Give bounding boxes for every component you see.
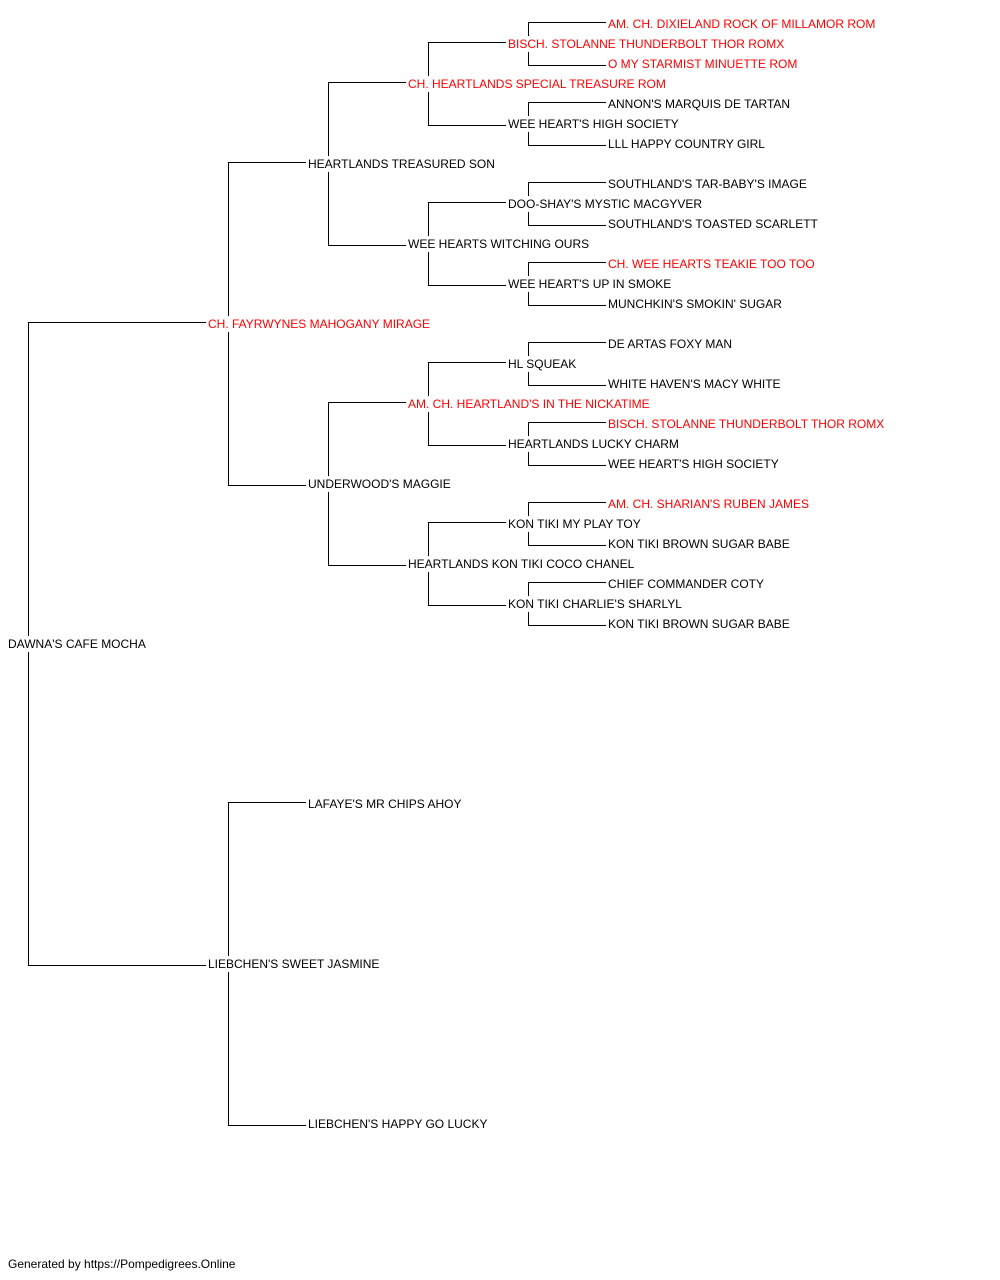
dog-gen4-sddd: KON TIKI CHARLIE'S SHARLYL xyxy=(508,597,682,611)
dog-gen4-sssd: WEE HEART'S HIGH SOCIETY xyxy=(508,117,679,131)
dog-gen5-ssddd: MUNCHKIN'S SMOKIN' SUGAR xyxy=(608,297,782,311)
dog-gen5-sdsds: BISCH. STOLANNE THUNDERBOLT THOR ROMX xyxy=(608,417,885,431)
dog-gen3-ssd: WEE HEARTS WITCHING OURS xyxy=(408,237,590,251)
dog-gen3-sdd: HEARTLANDS KON TIKI COCO CHANEL xyxy=(408,557,635,571)
dog-gen5-sddss: AM. CH. SHARIAN'S RUBEN JAMES xyxy=(608,497,809,511)
dog-gen4-ssdd: WEE HEART'S UP IN SMOKE xyxy=(508,277,672,291)
dog-sire-sire: HEARTLANDS TREASURED SON xyxy=(308,157,495,171)
dog-gen5-sssss: AM. CH. DIXIELAND ROCK OF MILLAMOR ROM xyxy=(608,17,876,31)
dog-gen5-sdsdd: WEE HEART'S HIGH SOCIETY xyxy=(608,457,779,471)
dog-gen5-ssssd: O MY STARMIST MINUETTE ROM xyxy=(608,57,798,71)
generated-by-footer: Generated by https://Pompedigrees.Online xyxy=(8,1257,236,1271)
dog-gen5-sdddd: KON TIKI BROWN SUGAR BABE xyxy=(608,617,790,631)
dog-gen5-sssds: ANNON'S MARQUIS DE TARTAN xyxy=(608,97,791,111)
dog-gen4-sdsd: HEARTLANDS LUCKY CHARM xyxy=(508,437,679,451)
dog-sire: CH. FAYRWYNES MAHOGANY MIRAGE xyxy=(208,317,431,331)
dog-gen5-sdssd: WHITE HAVEN'S MACY WHITE xyxy=(608,377,781,391)
dog-dam-sire: LAFAYE'S MR CHIPS AHOY xyxy=(308,797,462,811)
dog-gen3-sds: AM. CH. HEARTLAND'S IN THE NICKATIME xyxy=(408,397,650,411)
dog-subject: DAWNA'S CAFE MOCHA xyxy=(8,637,146,651)
dog-gen5-ssdsd: SOUTHLAND'S TOASTED SCARLETT xyxy=(608,217,818,231)
dog-gen5-ssdds: CH. WEE HEARTS TEAKIE TOO TOO xyxy=(608,257,815,271)
dog-gen3-sss: CH. HEARTLANDS SPECIAL TREASURE ROM xyxy=(408,77,666,91)
dog-gen4-sdss: HL SQUEAK xyxy=(508,357,577,371)
dog-gen5-sdsss: DE ARTAS FOXY MAN xyxy=(608,337,733,351)
dog-sire-dam: UNDERWOOD'S MAGGIE xyxy=(308,477,451,491)
dog-gen5-sddsd: KON TIKI BROWN SUGAR BABE xyxy=(608,537,790,551)
dog-gen5-ssdss: SOUTHLAND'S TAR-BABY'S IMAGE xyxy=(608,177,807,191)
dog-gen5-sddds: CHIEF COMMANDER COTY xyxy=(608,577,764,591)
dog-dam-dam: LIEBCHEN'S HAPPY GO LUCKY xyxy=(308,1117,488,1131)
dog-gen4-ssss: BISCH. STOLANNE THUNDERBOLT THOR ROMX xyxy=(508,37,785,51)
dog-gen4-sdds: KON TIKI MY PLAY TOY xyxy=(508,517,641,531)
dog-dam: LIEBCHEN'S SWEET JASMINE xyxy=(208,957,380,971)
dog-gen4-ssds: DOO-SHAY'S MYSTIC MACGYVER xyxy=(508,197,703,211)
dog-gen5-sssdd: LLL HAPPY COUNTRY GIRL xyxy=(608,137,765,151)
